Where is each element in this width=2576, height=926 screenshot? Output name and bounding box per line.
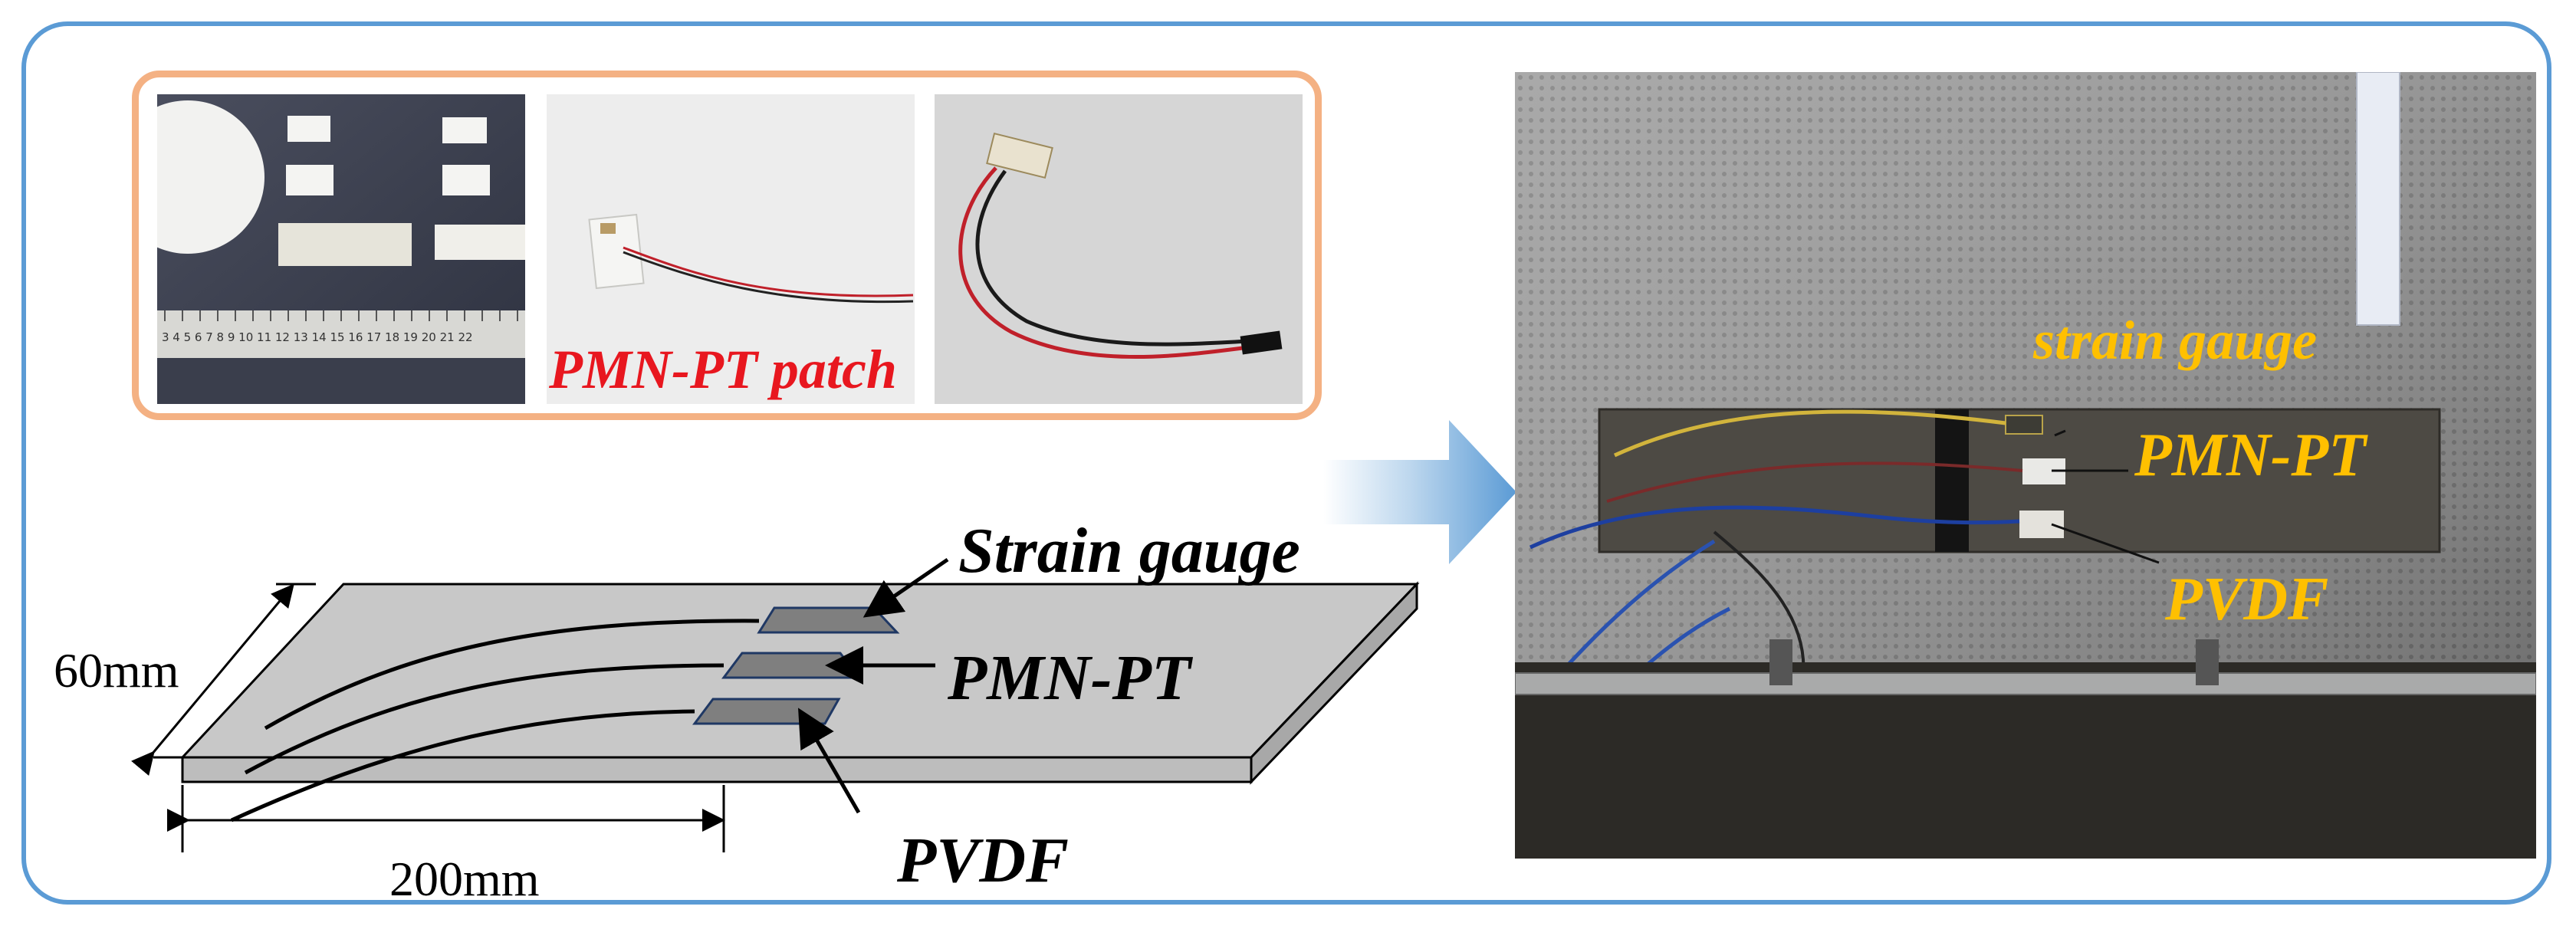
film-strip <box>278 223 412 266</box>
pmn-pt-wire <box>244 663 724 775</box>
photo-pvdf-leader <box>2051 523 2160 564</box>
black-wire <box>975 169 1250 346</box>
transition-arrow <box>1323 420 1516 564</box>
pvdf-film <box>986 132 1053 179</box>
pvdf-sensor <box>692 698 841 725</box>
photo-strain-gauge-label: strain gauge <box>2033 310 2318 371</box>
rail-bracket <box>1769 639 1792 685</box>
blue-wire <box>1529 505 2020 550</box>
pvdf-wire <box>230 709 695 823</box>
pmn-pt-patch-label: PMN-PT patch <box>549 339 897 400</box>
strain-gauge-label: Strain gauge <box>958 515 1300 586</box>
yellow-wire <box>1613 409 2006 458</box>
film-samples-drawing: 3 4 5 6 7 8 9 10 11 12 13 14 15 16 17 18… <box>157 94 525 404</box>
film-square <box>286 165 334 195</box>
pmn-pt-label: PMN-PT <box>947 642 1194 714</box>
pmn-pt-patch-photo <box>547 94 915 404</box>
red-wire <box>1606 461 2023 503</box>
film-strip <box>435 225 525 260</box>
rail-bracket <box>2196 639 2219 685</box>
beam-side-face <box>1250 581 1418 785</box>
beam-front-face <box>181 756 1253 783</box>
film-square <box>442 117 487 143</box>
photo-pvdf <box>2019 511 2064 538</box>
red-wire <box>958 166 1250 359</box>
pvdf-label: PVDF <box>896 825 1069 896</box>
pvdf-film-photo <box>935 94 1303 404</box>
sample-photos-panel: 3 4 5 6 7 8 9 10 11 12 13 14 15 16 17 18… <box>132 71 1322 420</box>
photo-strain-gauge <box>2005 415 2043 435</box>
experiment-drawing <box>1515 72 2536 859</box>
experiment-photo: strain gauge PMN-PT PVDF <box>1515 72 2536 859</box>
length-dimension-label: 200mm <box>389 852 540 906</box>
photo-pvdf-label: PVDF <box>2165 566 2329 633</box>
sticker-label <box>2356 72 2400 326</box>
strain-gauge-leader <box>863 557 949 618</box>
connector <box>1240 330 1283 355</box>
film-square <box>442 165 490 195</box>
red-wire <box>623 246 914 297</box>
width-dimension-label: 60mm <box>54 643 179 698</box>
ruler-numbers: 3 4 5 6 7 8 9 10 11 12 13 14 15 16 17 18… <box>162 330 473 344</box>
strain-gauge-wire <box>264 619 760 731</box>
photo-strain-gauge-leader <box>2054 429 2066 437</box>
pvdf-leader <box>797 708 861 814</box>
pmn-pt-patch-drawing <box>547 94 915 404</box>
film-samples-photo: 3 4 5 6 7 8 9 10 11 12 13 14 15 16 17 18… <box>157 94 525 404</box>
circular-film <box>157 100 264 254</box>
ruler-ticks <box>164 310 518 321</box>
black-wire <box>623 251 914 304</box>
width-dimension-line <box>131 583 294 777</box>
clamp <box>1935 409 1969 552</box>
film-square <box>288 116 330 142</box>
photo-pmn-pt-label: PMN-PT <box>2134 422 2367 489</box>
rail <box>1515 672 2536 695</box>
pvdf-film-drawing <box>935 94 1303 404</box>
strain-gauge-sensor <box>757 606 900 634</box>
